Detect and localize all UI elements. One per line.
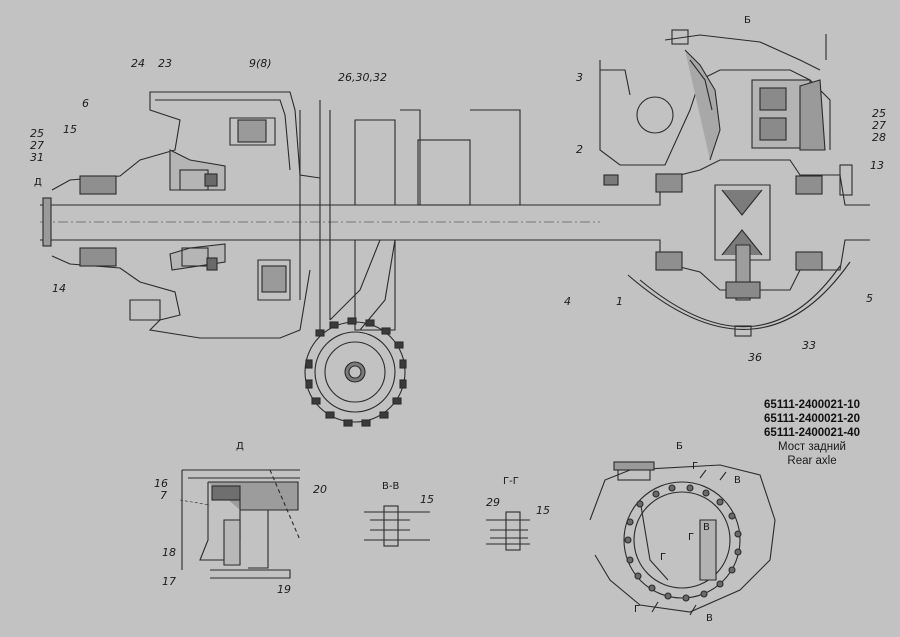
label-20: 20	[313, 483, 327, 496]
label-17: 17	[162, 575, 176, 588]
label-g-2: Г	[688, 532, 695, 543]
part-number-20: 65111-2400021-20	[764, 413, 860, 425]
label-25a: 25	[30, 127, 44, 140]
label-15c: 15	[536, 504, 550, 517]
label-13: 13	[870, 159, 884, 172]
label-29: 29	[486, 496, 500, 509]
label-v-3: В	[706, 613, 713, 624]
label-16: 16	[154, 477, 168, 490]
label-27a: 27	[30, 139, 44, 152]
label-9-8: 9(8)	[249, 57, 272, 70]
label-b-bottom: Б	[676, 441, 683, 452]
assembly-name-ru: Мост задний	[778, 441, 846, 453]
label-6: 6	[82, 97, 89, 110]
label-5: 5	[866, 292, 873, 305]
label-detail-d: Д	[236, 441, 244, 452]
section-g-g	[486, 511, 530, 551]
label-section-g-g: Г-Г	[503, 476, 519, 487]
label-28: 28	[872, 131, 886, 144]
label-3: 3	[576, 71, 583, 84]
assembly-name-en: Rear axle	[787, 455, 837, 467]
section-v-v	[364, 505, 430, 547]
label-v-2: В	[703, 522, 710, 533]
label-31: 31	[30, 151, 44, 164]
label-15b: 15	[420, 493, 434, 506]
label-19: 19	[277, 583, 291, 596]
label-7: 7	[160, 489, 167, 502]
part-number-40: 65111-2400021-40	[764, 427, 860, 439]
label-section-v-v: В-В	[382, 481, 400, 492]
label-27b: 27	[872, 119, 886, 132]
label-g-4: Г	[634, 604, 641, 615]
hub-assembly	[40, 91, 600, 339]
wheel-gear	[304, 317, 407, 427]
label-36: 36	[748, 351, 762, 364]
label-24: 24	[131, 57, 145, 70]
label-14: 14	[52, 282, 66, 295]
label-33: 33	[802, 339, 816, 352]
label-b-top: Б	[744, 15, 751, 26]
label-v-1: В	[734, 475, 741, 486]
differential-assembly	[599, 29, 870, 337]
label-1: 1	[616, 295, 623, 308]
label-4: 4	[564, 295, 571, 308]
label-23: 23	[158, 57, 172, 70]
label-25b: 25	[872, 107, 886, 120]
label-2: 2	[576, 143, 583, 156]
view-b-housing	[589, 461, 776, 616]
label-d: Д	[34, 177, 42, 188]
label-15a: 15	[63, 123, 77, 136]
label-g-1: Г	[692, 461, 699, 472]
part-number-10: 65111-2400021-10	[764, 399, 860, 411]
label-26-30-32: 26,30,32	[338, 71, 387, 84]
title-block: 65111-2400021-10 65111-2400021-20 65111-…	[748, 398, 876, 468]
label-g-3: Г	[660, 552, 667, 563]
label-18: 18	[162, 546, 176, 559]
detail-d	[179, 469, 301, 579]
